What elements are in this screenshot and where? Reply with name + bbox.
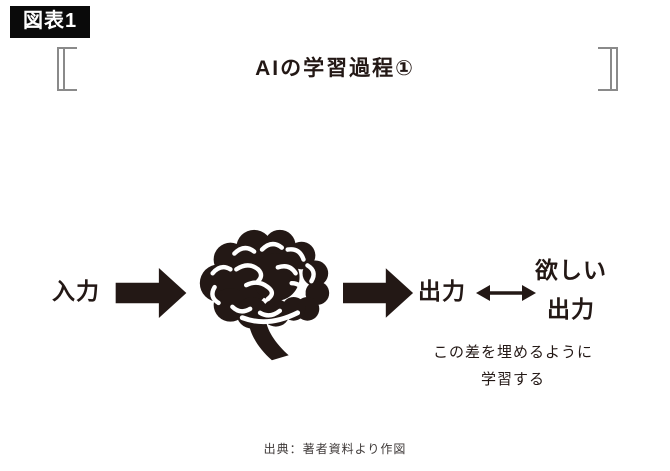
desired-output-label: 欲しい 出力 bbox=[525, 251, 617, 329]
desired-output-line2: 出力 bbox=[547, 296, 595, 322]
gap-caption-line2: 学習する bbox=[480, 371, 545, 388]
source-credit: 出典：著者資料より作図 bbox=[263, 442, 407, 456]
left-bracket-decoration bbox=[57, 47, 77, 91]
block-arrow-right-icon bbox=[115, 267, 187, 319]
brain-icon bbox=[199, 229, 330, 361]
desired-output-line1: 欲しい bbox=[535, 257, 607, 283]
figure-title: AIの学習過程① bbox=[255, 57, 415, 80]
gap-caption-line1: この差を埋めるように bbox=[432, 344, 593, 361]
figure-badge: 図表1 bbox=[10, 6, 91, 38]
right-bracket-decoration bbox=[598, 47, 618, 91]
double-headed-arrow-icon bbox=[476, 285, 536, 301]
block-arrow-right-icon bbox=[343, 268, 414, 318]
gap-caption: この差を埋めるように 学習する bbox=[398, 339, 628, 393]
input-label: 入力 bbox=[52, 278, 100, 304]
output-label: 出力 bbox=[418, 278, 466, 304]
